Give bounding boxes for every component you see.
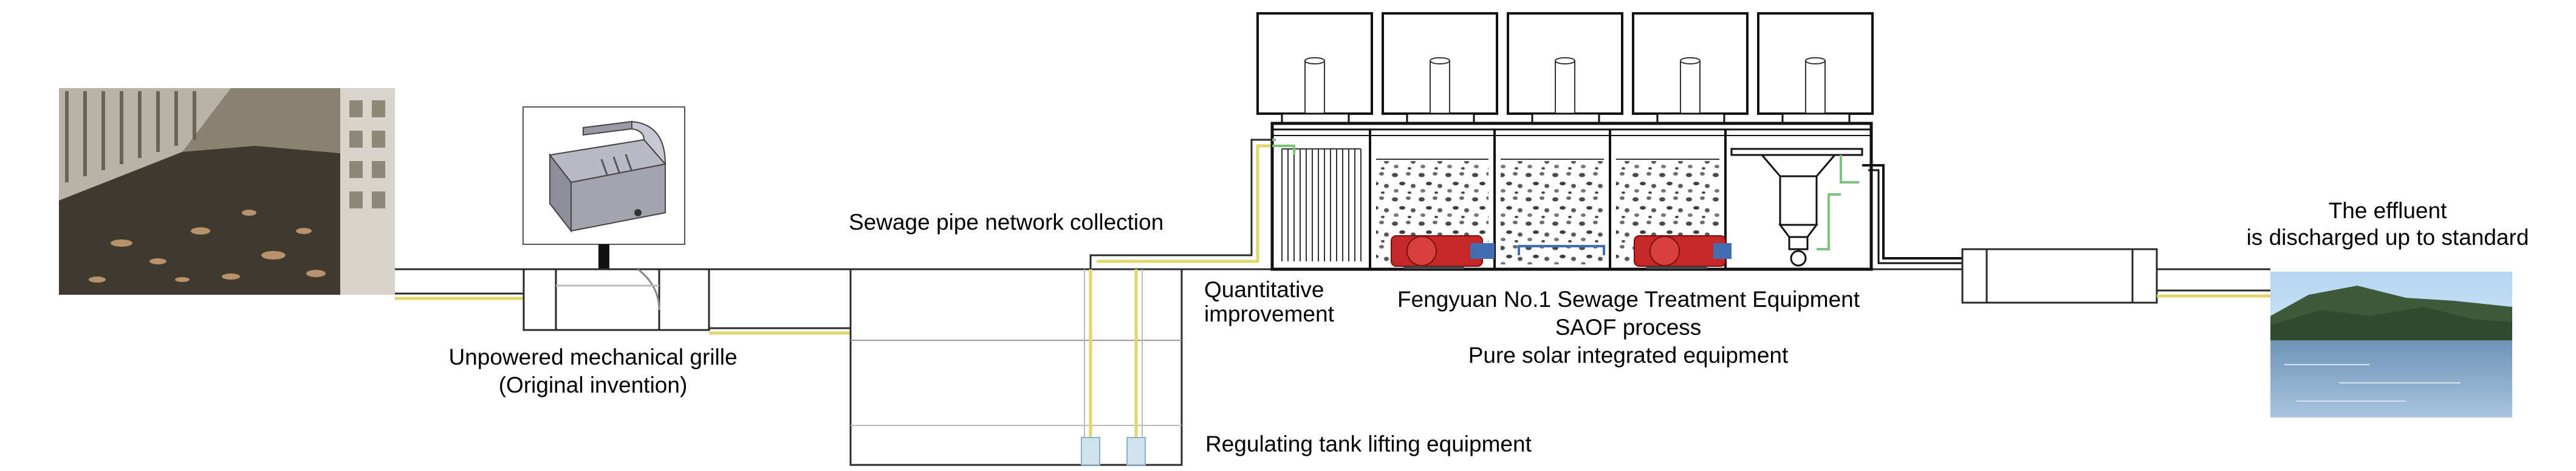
discharge-pipe	[2157, 289, 2270, 298]
solar-panel-icon	[1632, 12, 1749, 125]
inflow-pipe	[395, 292, 524, 300]
regulating-tank-label: Regulating tank lifting equipment	[1205, 431, 1532, 456]
sedimentation-hopper	[1730, 148, 1863, 267]
lifting-pipes	[1084, 139, 1272, 438]
solar-panel-icon	[1507, 12, 1623, 125]
quantitative-label-line1: Quantitative	[1204, 277, 1324, 302]
pipe-network-label: Sewage pipe network collection	[849, 210, 1164, 235]
effluent-pipe	[1862, 164, 1962, 264]
effluent-label: The effluent is discharged up to standar…	[2224, 198, 2552, 251]
grille-chamber	[522, 268, 710, 331]
submersible-pumps	[1081, 437, 1146, 466]
regulating-tank	[849, 268, 1183, 466]
equipment-label-line1: Fengyuan No.1 Sewage Treatment Equipment	[1397, 287, 1860, 312]
grille-support-post	[598, 244, 609, 269]
grille-label-line2: (Original invention)	[498, 373, 688, 397]
settling-compartment	[1281, 148, 1362, 261]
polluted-canal-image	[59, 88, 395, 295]
centrifugal-pump-icon	[1634, 235, 1732, 269]
effluent-label-line1: The effluent	[2328, 198, 2447, 223]
grille-label: Unpowered mechanical grille (Original in…	[435, 343, 751, 399]
solar-panel-icon	[1757, 12, 1874, 125]
mechanical-grille-3d-image	[522, 106, 685, 245]
grille-to-tank-pipe	[709, 327, 851, 335]
quantitative-label: Quantitative improvement	[1204, 278, 1334, 326]
effluent-label-line2: is discharged up to standard	[2246, 225, 2529, 250]
grille-label-line1: Unpowered mechanical grille	[448, 345, 738, 370]
solar-panel-icon	[1382, 12, 1498, 125]
treatment-equipment	[1270, 122, 1873, 271]
solar-panel-icon	[1256, 12, 1373, 125]
equipment-label-line2: SAOF process	[1555, 315, 1702, 340]
clean-river-image	[2270, 272, 2512, 418]
centrifugal-pump-icon	[1391, 235, 1495, 269]
solar-panel-array	[1256, 12, 1874, 125]
effluent-tank	[1961, 248, 2158, 304]
equipment-label: Fengyuan No.1 Sewage Treatment Equipment…	[1397, 286, 1860, 370]
quantitative-label-line2: improvement	[1204, 301, 1334, 326]
equipment-label-line3: Pure solar integrated equipment	[1468, 343, 1789, 368]
